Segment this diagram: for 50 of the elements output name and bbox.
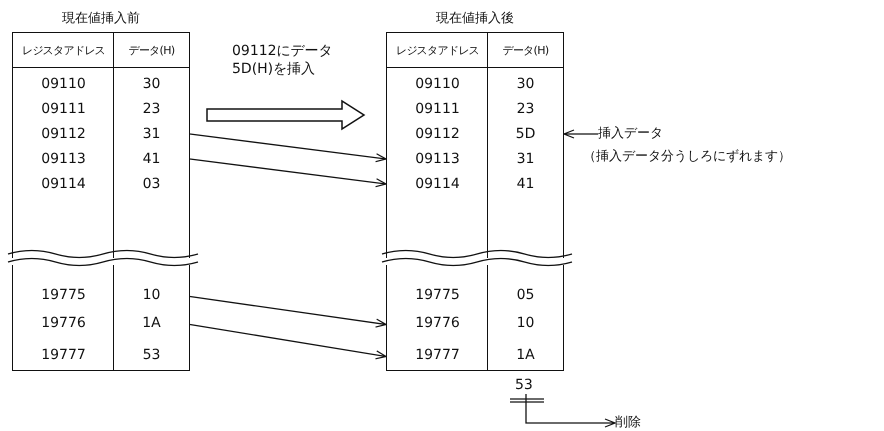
data-value: 23 [142,100,162,116]
arrow [563,129,598,139]
table-title: 現在値挿入前 [61,10,141,28]
register-address: 19777 [414,347,461,363]
table-title: 現在値挿入後 [435,10,515,28]
data-value: 1A [141,315,162,331]
register-address: 09112 [414,126,461,142]
data-value: 10 [142,287,162,303]
data-value: 53 [142,347,162,363]
register-address: 09110 [40,76,87,92]
column-header: レジスタアドレス [20,42,106,58]
column-header: レジスタアドレス [394,42,480,58]
register-address: 19775 [40,287,87,303]
register-address: 09111 [414,100,461,116]
arrow [190,324,387,360]
arrow [190,296,387,328]
arrow [525,394,616,428]
note: （挿入データ分うしろにずれます） [583,148,791,165]
data-value: 1A [515,347,536,363]
arrow [190,133,387,162]
column-header: データ(H) [501,42,550,58]
register-address: 09113 [40,150,87,166]
data-value: 30 [142,76,162,92]
data-value: 5D [514,126,536,142]
removed-value: 53 [515,376,537,394]
register-address: 09112 [40,126,87,142]
register-address: 09114 [414,176,461,192]
register-address: 19777 [40,347,87,363]
arrow [190,158,387,188]
register-address: 19776 [414,315,461,331]
data-value: 41 [516,176,536,192]
block-arrow [206,100,366,130]
column-header: データ(H) [127,42,176,58]
register-address: 09113 [414,150,461,166]
register-address: 09110 [414,76,461,92]
data-value: 23 [516,100,536,116]
data-value: 31 [142,126,162,142]
data-value: 03 [142,176,162,192]
data-value: 30 [516,76,536,92]
register-address: 19775 [414,287,461,303]
register-address: 19776 [40,315,87,331]
edge-label: 09112にデータ5D(H)を挿入 [232,42,334,78]
register-address: 09114 [40,176,87,192]
callout-text: 削除 [615,414,645,431]
register-address: 09111 [40,100,87,116]
data-value: 10 [516,315,536,331]
data-value: 31 [516,150,536,166]
callout-text: 挿入データ [598,125,672,143]
data-value: 41 [142,150,162,166]
data-value: 05 [516,287,536,303]
